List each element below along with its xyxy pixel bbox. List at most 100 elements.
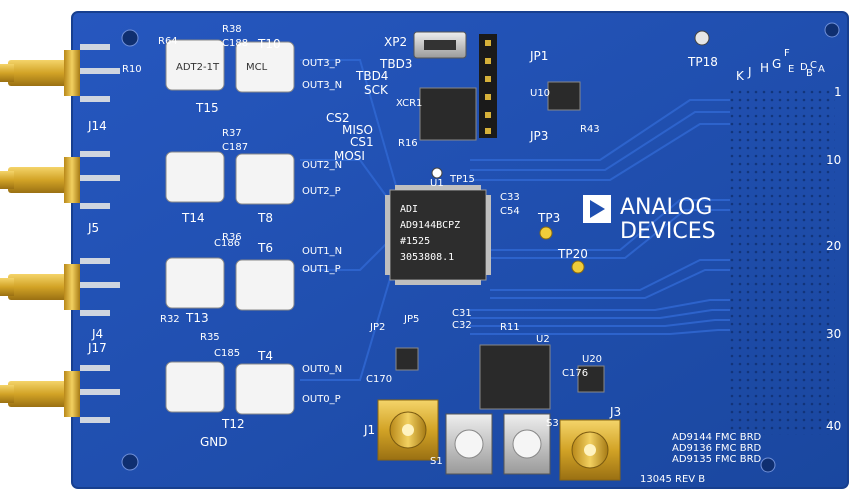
out3-p: OUT3_P — [302, 58, 341, 69]
sma-label-j17: J17 — [87, 341, 107, 355]
test-points — [431, 30, 710, 274]
fmc-col-30: 30 — [826, 327, 841, 341]
fmc-row-b: B — [806, 68, 813, 79]
gnd-label: GND — [200, 435, 228, 449]
brand-logo — [583, 195, 611, 223]
fmc-row-g: G — [772, 57, 781, 71]
usb-label: XP2 — [384, 35, 407, 49]
jp5-label: JP5 — [403, 314, 419, 325]
fmc-row-h: H — [760, 61, 769, 75]
out1-p: OUT1_P — [302, 264, 341, 275]
sma-label-j1: J1 — [363, 423, 375, 437]
main-chip-line3: #1525 — [400, 236, 430, 247]
fmc-row-d: D — [800, 62, 808, 73]
fmc-col-10: 10 — [826, 153, 841, 167]
sma-label-j5: J5 — [87, 221, 99, 235]
tp15-label: TP15 — [449, 174, 475, 185]
tp18-label: TP18 — [687, 55, 718, 69]
via-field — [730, 90, 835, 435]
brand-line2: DEVICES — [620, 219, 716, 244]
tp3-label: TP3 — [537, 211, 560, 225]
fmc-row-c: C — [810, 60, 817, 71]
transformer-t10: T10 — [257, 37, 281, 51]
u10-label: U10 — [530, 88, 550, 99]
refdes-c31: C31 — [452, 308, 472, 319]
out2-n: OUT2_N — [302, 160, 342, 171]
spi-cs2: CS2 — [326, 111, 350, 125]
tbd4-label: TBD4 — [355, 69, 388, 83]
fmc-col-20: 20 — [826, 239, 841, 253]
refdes-r10: R10 — [122, 64, 142, 75]
transformer-marking-left: ADT2-1T — [176, 62, 220, 73]
spi-sck: SCK — [364, 83, 389, 97]
refdes-r36: R36 — [222, 232, 242, 243]
transformer-t6: T6 — [257, 241, 273, 255]
sma-connectors-left — [0, 44, 120, 423]
jp2-label: JP2 — [369, 322, 385, 333]
refdes-r35: R35 — [200, 332, 220, 343]
u2-label: U2 — [536, 334, 550, 345]
refdes-c176: C176 — [562, 368, 588, 379]
out2-p: OUT2_P — [302, 186, 341, 197]
spi-cs1: CS1 — [350, 135, 374, 149]
traces — [300, 59, 730, 381]
transformer-t8: T8 — [257, 211, 273, 225]
spi-mosi: MOSI — [334, 149, 365, 163]
jp3-label: JP3 — [529, 129, 548, 143]
transformer-t12: T12 — [221, 417, 245, 431]
usb-and-header — [413, 31, 497, 138]
fmc-col-40: 40 — [826, 419, 841, 433]
main-chip-line2: AD9144BCPZ — [400, 220, 460, 231]
fmc-row-a: A — [818, 64, 825, 75]
out0-n: OUT0_N — [302, 364, 342, 375]
transformer-marking-right: MCL — [246, 62, 268, 73]
transformer-t13: T13 — [185, 311, 209, 325]
tbd3-label: TBD3 — [379, 57, 412, 71]
refdes-r43: R43 — [580, 124, 600, 135]
fmc-col-1: 1 — [834, 85, 842, 99]
refdes-r16: R16 — [398, 138, 418, 149]
part-number-3: AD9135 FMC BRD — [672, 454, 762, 465]
switch-s3: S3 — [546, 418, 559, 429]
jp1-label: JP1 — [529, 49, 548, 63]
out1-n: OUT1_N — [302, 246, 342, 257]
refdes-r37: R37 — [222, 128, 242, 139]
refdes-c170: C170 — [366, 374, 392, 385]
fmc-row-e: E — [788, 64, 794, 75]
refdes-c33: C33 — [500, 192, 520, 203]
refdes-r38: R38 — [222, 24, 242, 35]
transformer-t15: T15 — [195, 101, 219, 115]
part-number-1: AD9144 FMC BRD — [672, 432, 762, 443]
part-number-2: AD9136 FMC BRD — [672, 443, 762, 454]
refdes-r32: R32 — [160, 314, 180, 325]
main-chip-line1: ADI — [400, 204, 418, 215]
refdes-c186: C186 — [214, 238, 240, 249]
refdes-r64: R64 — [158, 36, 178, 47]
transformer-t14: T14 — [181, 211, 205, 225]
sma-label-j14: J14 — [87, 119, 107, 133]
fmc-row-f: F — [784, 48, 790, 59]
out3-n: OUT3_N — [302, 80, 342, 91]
refdes-c188: C188 — [222, 38, 248, 49]
refdes-c187: C187 — [222, 142, 248, 153]
refdes-group: C188 C187 C186 C185 R38 R64 R10 R37 R36 … — [122, 24, 600, 385]
main-chip — [385, 185, 491, 285]
refdes-r11: R11 — [500, 322, 520, 333]
fmc-row-k: K — [736, 69, 745, 83]
u20-label: U20 — [582, 354, 602, 365]
xcr1-label: XCR1 — [396, 98, 422, 109]
refdes-c185: C185 — [214, 348, 240, 359]
mounting-holes — [121, 22, 840, 473]
main-chip-line4: 3053808.1 — [400, 252, 454, 263]
transformer-t4: T4 — [257, 349, 273, 363]
secondary-chips — [395, 81, 605, 410]
brand-line1: ANALOG — [620, 195, 712, 220]
transformers — [165, 39, 295, 415]
bottom-connectors — [377, 399, 621, 481]
spi-miso: MISO — [342, 123, 373, 137]
u1-label: U1 — [430, 178, 444, 189]
refdes-c32: C32 — [452, 320, 472, 331]
switch-s1: S1 — [430, 456, 443, 467]
